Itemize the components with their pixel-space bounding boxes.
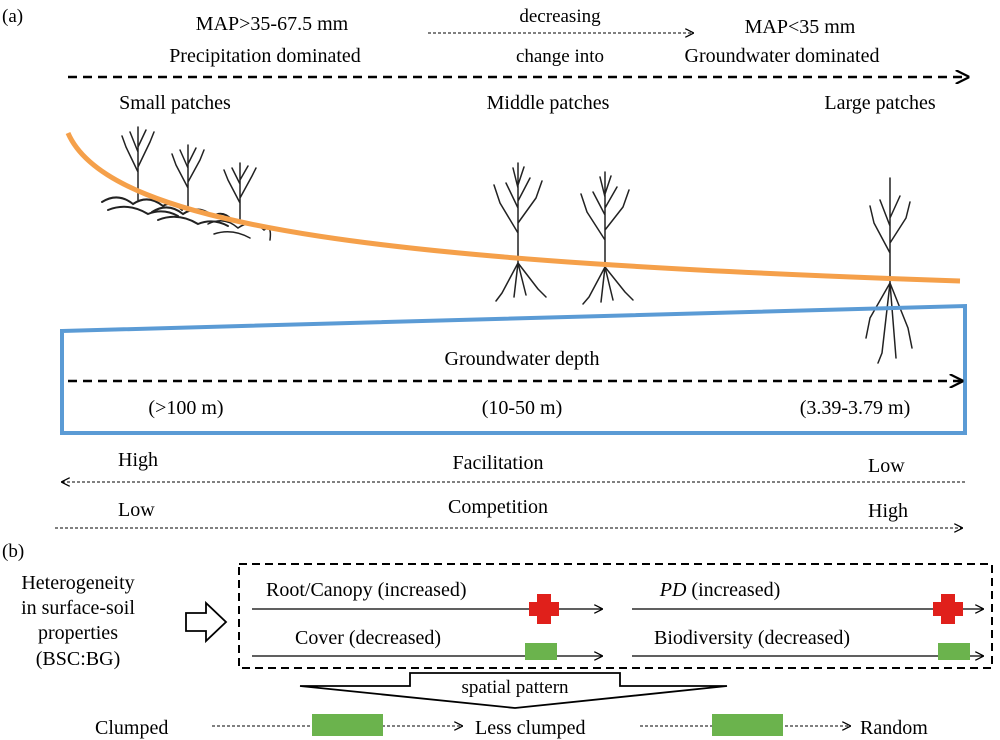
panel-a-label: (a) — [2, 6, 23, 27]
pd-label: PD (increased) — [659, 579, 781, 601]
competition-label: Competition — [448, 496, 548, 518]
shrub-icon — [151, 144, 233, 227]
panel-b-label: (b) — [2, 541, 24, 562]
heterogeneity-line-4: (BSC:BG) — [36, 648, 120, 670]
patch-label-small: Small patches — [119, 92, 231, 114]
depth-large: (3.39-3.79 m) — [800, 397, 911, 419]
facilitation-high-label: High — [118, 449, 158, 471]
spatial-pattern-label: spatial pattern — [461, 677, 569, 698]
groundwater-box — [60, 303, 967, 435]
competition-low-label: Low — [118, 499, 155, 521]
root-canopy-label: Root/Canopy (increased) — [266, 579, 467, 601]
shrub-icon — [493, 162, 547, 302]
facilitation-low-label: Low — [868, 455, 905, 477]
minus-icon — [525, 643, 557, 660]
pattern-less-clumped: Less clumped — [475, 717, 586, 739]
mid-top-line-2: change into — [516, 46, 604, 67]
shrub-icon — [580, 171, 634, 305]
patch-label-large: Large patches — [824, 92, 935, 114]
plus-icon — [933, 594, 963, 624]
patch-label-middle: Middle patches — [487, 92, 610, 114]
pd-italic: PD — [659, 579, 687, 601]
minus-icon — [312, 714, 383, 736]
pd-rest: (increased) — [686, 579, 780, 601]
patch-size-curve — [65, 132, 961, 284]
competition-high-label: High — [868, 500, 908, 522]
mid-top-line-1: decreasing — [519, 6, 601, 27]
spatial-pattern-arrow — [299, 672, 728, 709]
block-arrow-icon — [185, 600, 228, 644]
depth-small: (>100 m) — [148, 397, 223, 419]
left-top-line-1: MAP>35-67.5 mm — [196, 13, 349, 35]
right-top-line-2: Groundwater dominated — [685, 45, 880, 67]
plus-icon — [529, 594, 559, 624]
pattern-random: Random — [860, 717, 928, 739]
heterogeneity-line-2: in surface-soil — [21, 597, 135, 619]
groundwater-depth-label: Groundwater depth — [445, 348, 600, 370]
heterogeneity-line-3: properties — [38, 622, 118, 644]
shrub-icon — [101, 126, 183, 217]
pattern-clumped: Clumped — [95, 717, 168, 739]
depth-middle: (10-50 m) — [482, 397, 563, 419]
biodiversity-label: Biodiversity (decreased) — [654, 627, 850, 649]
minus-icon — [938, 643, 970, 660]
cover-label: Cover (decreased) — [295, 627, 441, 649]
minus-icon — [712, 714, 783, 736]
facilitation-label: Facilitation — [452, 452, 543, 474]
left-top-line-2: Precipitation dominated — [169, 45, 361, 67]
right-top-line-1: MAP<35 mm — [745, 16, 856, 38]
shrub-icon — [865, 177, 913, 364]
heterogeneity-line-1: Heterogeneity — [21, 572, 134, 594]
